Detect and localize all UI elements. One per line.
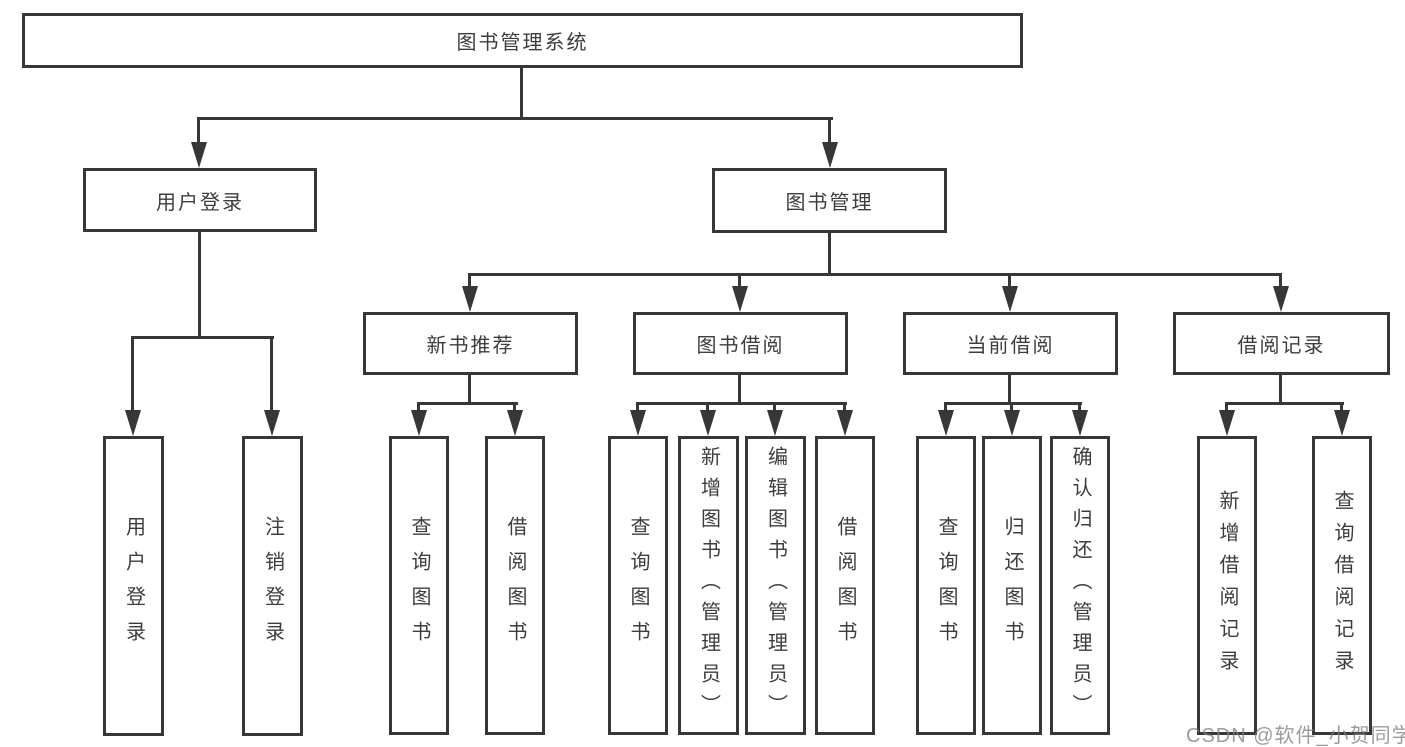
arrowhead-down-icon xyxy=(264,410,280,436)
leaf-confirm-return-admin: 确认归还（管理员） xyxy=(1050,436,1110,735)
leaf-query-books-borrowing: 查询图书 xyxy=(608,436,668,735)
connector-line xyxy=(843,402,846,414)
connector-line xyxy=(468,375,471,405)
node-label: 用户登录 xyxy=(156,191,244,214)
leaf-query-books-current: 查询图书 xyxy=(916,436,976,735)
node-borrowing-records: 借阅记录 xyxy=(1173,312,1390,375)
arrowhead-down-icon xyxy=(822,142,838,168)
connector-line xyxy=(1078,402,1081,414)
node-label: 借阅记录 xyxy=(1237,335,1326,357)
leaf-query-borrow-record: 查询借阅记录 xyxy=(1312,436,1372,735)
connector-line xyxy=(738,375,741,405)
node-label: 查询借阅记录 xyxy=(1331,489,1353,682)
leaf-user-login: 用户登录 xyxy=(103,436,164,736)
arrowhead-down-icon xyxy=(1004,410,1020,436)
node-label: 查询图书 xyxy=(627,515,649,656)
node-book-borrowing: 图书借阅 xyxy=(633,312,848,375)
arrowhead-down-icon xyxy=(1219,410,1235,436)
arrowhead-down-icon xyxy=(700,410,716,436)
watermark: CSDN @软件_小贺同学 xyxy=(1186,725,1405,747)
leaf-borrow-books-borrowing: 借阅图书 xyxy=(815,436,875,735)
node-label: 图书借阅 xyxy=(696,335,785,357)
node-new-book-recommend: 新书推荐 xyxy=(363,312,578,375)
connector-line xyxy=(1225,402,1228,414)
arrowhead-down-icon xyxy=(732,286,748,312)
connector-line xyxy=(636,402,639,414)
arrowhead-down-icon xyxy=(1334,410,1350,436)
leaf-logout: 注销登录 xyxy=(242,436,303,736)
arrowhead-down-icon xyxy=(125,410,141,436)
leaf-add-borrow-record: 新增借阅记录 xyxy=(1197,436,1257,735)
node-label: 查询图书 xyxy=(935,515,957,656)
connector-line xyxy=(468,273,471,289)
node-label: 图书管理 xyxy=(785,192,874,214)
arrowhead-down-icon xyxy=(191,142,207,168)
leaf-query-books-recommend: 查询图书 xyxy=(389,436,449,735)
connector-line xyxy=(773,402,776,414)
leaf-edit-book-admin: 编辑图书（管理员） xyxy=(745,436,806,735)
node-current-borrowing: 当前借阅 xyxy=(903,312,1118,375)
node-label: 用户登录 xyxy=(122,516,145,656)
leaf-add-book-admin: 新增图书（管理员） xyxy=(678,436,739,735)
node-label: 归还图书 xyxy=(1001,515,1023,656)
node-label: 新增图书（管理员） xyxy=(697,446,720,725)
node-book-management: 图书管理 xyxy=(712,168,947,233)
connector-line xyxy=(738,273,741,289)
arrowhead-down-icon xyxy=(507,410,523,436)
node-label: 借阅图书 xyxy=(504,515,526,656)
connector-line xyxy=(1008,273,1011,289)
node-label: 新增借阅记录 xyxy=(1216,489,1238,682)
connector-line xyxy=(1010,402,1013,414)
connector-line xyxy=(131,336,134,413)
arrowhead-down-icon xyxy=(1273,286,1289,312)
node-user-login: 用户登录 xyxy=(83,168,317,232)
node-label: 新书推荐 xyxy=(426,335,515,357)
leaf-borrow-books-recommend: 借阅图书 xyxy=(485,436,545,735)
connector-line xyxy=(828,117,831,145)
node-label: 确认归还（管理员） xyxy=(1069,446,1091,725)
connector-line xyxy=(197,117,200,145)
arrowhead-down-icon xyxy=(938,410,954,436)
node-label: 图书管理系统 xyxy=(456,32,589,54)
connector-line xyxy=(197,117,833,120)
connector-line xyxy=(828,233,831,276)
connector-line xyxy=(944,402,1082,405)
node-label: 查询图书 xyxy=(408,515,430,656)
node-label: 当前借阅 xyxy=(966,335,1055,357)
arrowhead-down-icon xyxy=(837,410,853,436)
node-label: 注销登录 xyxy=(261,516,284,656)
connector-line xyxy=(468,273,1282,276)
connector-line xyxy=(944,402,947,414)
arrowhead-down-icon xyxy=(1072,410,1088,436)
node-label: 编辑图书（管理员） xyxy=(764,446,787,725)
connector-line xyxy=(1279,375,1282,405)
connector-line xyxy=(270,336,273,413)
arrowhead-down-icon xyxy=(630,410,646,436)
arrowhead-down-icon xyxy=(462,286,478,312)
connector-line xyxy=(417,402,518,405)
arrowhead-down-icon xyxy=(1002,286,1018,312)
connector-line xyxy=(1340,402,1343,414)
connector-line xyxy=(706,402,709,414)
leaf-return-books: 归还图书 xyxy=(982,436,1042,735)
arrowhead-down-icon xyxy=(767,410,783,436)
connector-line xyxy=(636,402,847,405)
node-library-system: 图书管理系统 xyxy=(22,13,1023,68)
node-label: 借阅图书 xyxy=(834,515,856,656)
connector-line xyxy=(417,402,420,414)
connector-line xyxy=(132,336,274,339)
connector-line xyxy=(513,402,516,414)
connector-line xyxy=(1279,273,1282,289)
connector-line xyxy=(1008,375,1011,405)
connector-line xyxy=(1225,402,1344,405)
connector-line xyxy=(198,232,201,339)
connector-line xyxy=(520,68,523,120)
arrowhead-down-icon xyxy=(411,410,427,436)
